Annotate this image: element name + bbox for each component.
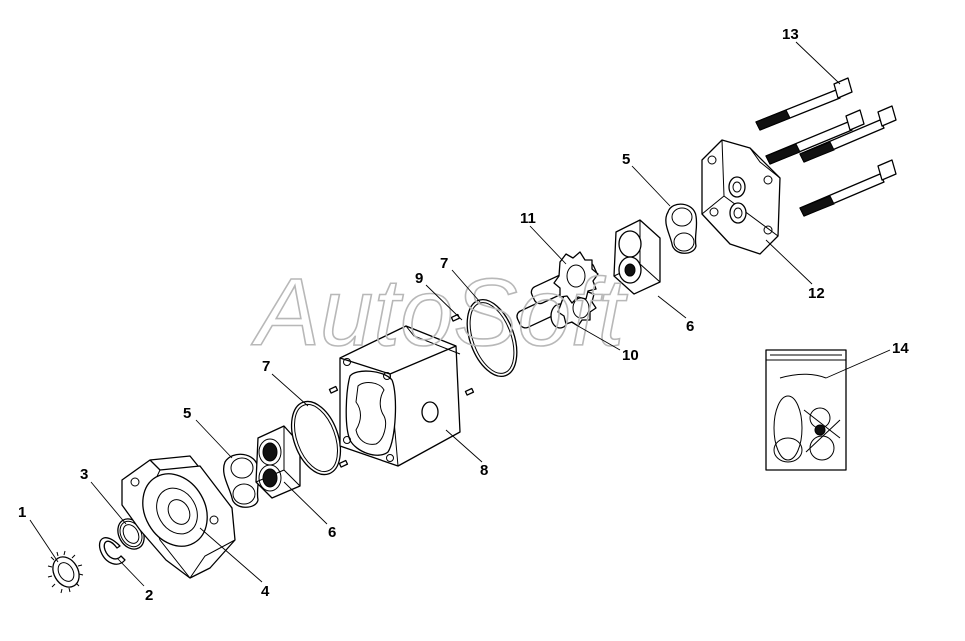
part-4-front-flange <box>121 455 236 579</box>
part-5-seal-plate-left <box>223 453 260 508</box>
callout-14: 14 <box>892 340 909 357</box>
part-2-retaining-ring <box>98 537 126 565</box>
watermark-text: AutoSoft <box>251 259 628 366</box>
callout-6-right: 6 <box>686 318 694 335</box>
callout-4: 4 <box>261 583 270 600</box>
callout-11: 11 <box>520 210 536 227</box>
callout-6-left: 6 <box>328 524 336 541</box>
callout-7-right: 7 <box>440 255 448 272</box>
callout-1: 1 <box>18 504 26 521</box>
callout-3: 3 <box>80 466 88 483</box>
part-1-lock-washer <box>47 550 84 594</box>
callout-10: 10 <box>622 347 639 364</box>
part-7-o-ring-left <box>290 400 342 476</box>
callout-labels: 1 2 3 4 5 6 7 8 9 10 11 12 13 14 5 6 7 <box>18 26 909 604</box>
callout-12: 12 <box>808 285 825 302</box>
part-13-bolts <box>755 77 897 217</box>
callout-5-left: 5 <box>183 405 191 422</box>
part-11-drive-gear <box>530 251 599 305</box>
callout-7-left: 7 <box>262 358 270 375</box>
callout-5-right: 5 <box>622 151 630 168</box>
part-14-seal-kit <box>765 349 847 471</box>
callout-8: 8 <box>480 462 488 479</box>
part-6-bearing-block-right <box>613 219 661 295</box>
part-6-bearing-block-left <box>255 425 301 499</box>
dowel-pins-front <box>328 385 349 468</box>
part-5-seal-plate-right <box>665 203 698 254</box>
part-12-rear-cover <box>701 139 781 255</box>
callout-2: 2 <box>145 587 153 604</box>
leader-lines <box>29 41 891 587</box>
part-7-o-ring-right <box>466 299 518 377</box>
callout-13: 13 <box>782 26 799 43</box>
callout-9: 9 <box>415 270 423 287</box>
part-8-pump-housing <box>339 325 461 467</box>
